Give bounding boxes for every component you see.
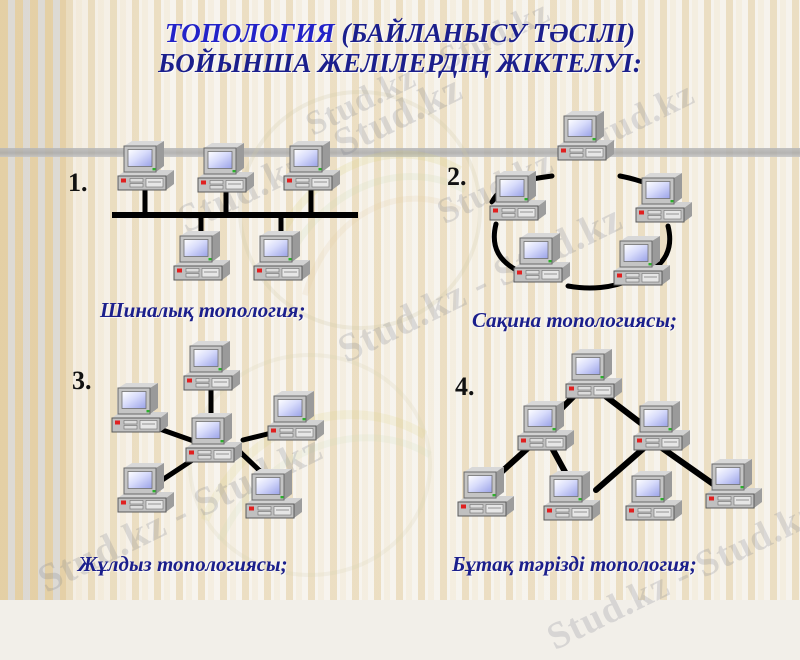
- background-left-stripes: [0, 0, 66, 600]
- computer-node: [248, 230, 314, 282]
- computer-node: [112, 462, 178, 514]
- computer-glyph: [173, 231, 230, 281]
- computer-node: [620, 470, 686, 522]
- computer-glyph: [117, 141, 174, 191]
- diagram-number-1: 1.: [68, 168, 88, 197]
- computer-glyph: [183, 341, 240, 391]
- computer-node: [512, 400, 578, 452]
- computer-node: [628, 400, 694, 452]
- caption-ring-topology: Сақина топологиясы;: [472, 308, 678, 332]
- computer-glyph: [513, 233, 570, 283]
- diagram-number-4: 4.: [455, 372, 475, 401]
- computer-glyph: [185, 413, 242, 463]
- computer-glyph: [635, 173, 692, 223]
- computer-glyph: [565, 349, 622, 399]
- computer-glyph: [117, 463, 174, 513]
- diagram-number-3: 3.: [72, 366, 92, 395]
- computer-node: [278, 140, 344, 192]
- computer-node: [560, 348, 626, 400]
- computer-node: [538, 470, 604, 522]
- computer-node: [508, 232, 574, 284]
- computer-node: [484, 170, 550, 222]
- computer-node: [112, 140, 178, 192]
- computer-glyph: [245, 469, 302, 519]
- computer-glyph: [633, 401, 690, 451]
- computer-node: [180, 412, 246, 464]
- computer-node: [452, 466, 518, 518]
- computer-node: [552, 110, 618, 162]
- computer-glyph: [705, 459, 762, 509]
- computer-glyph: [489, 171, 546, 221]
- diagram-number-2: 2.: [447, 162, 467, 191]
- computer-glyph: [111, 383, 168, 433]
- computer-node: [700, 458, 766, 510]
- computer-glyph: [543, 471, 600, 521]
- caption-bus-topology: Шиналық топология;: [100, 298, 306, 322]
- computer-glyph: [457, 467, 514, 517]
- computer-glyph: [197, 143, 254, 193]
- computer-glyph: [253, 231, 310, 281]
- caption-star-topology: Жұлдыз топологиясы;: [78, 552, 288, 576]
- computer-node: [630, 172, 696, 224]
- computer-node: [262, 390, 328, 442]
- computer-glyph: [517, 401, 574, 451]
- computer-glyph: [283, 141, 340, 191]
- computer-node: [608, 235, 674, 287]
- computer-node: [178, 340, 244, 392]
- computer-glyph: [557, 111, 614, 161]
- computer-glyph: [267, 391, 324, 441]
- computer-node: [240, 468, 306, 520]
- horizontal-grey-band: [0, 148, 800, 157]
- caption-tree-topology: Бұтақ тәрізді топология;: [452, 552, 697, 576]
- computer-node: [106, 382, 172, 434]
- computer-glyph: [625, 471, 682, 521]
- computer-glyph: [613, 236, 670, 286]
- computer-node: [168, 230, 234, 282]
- computer-node: [192, 142, 258, 194]
